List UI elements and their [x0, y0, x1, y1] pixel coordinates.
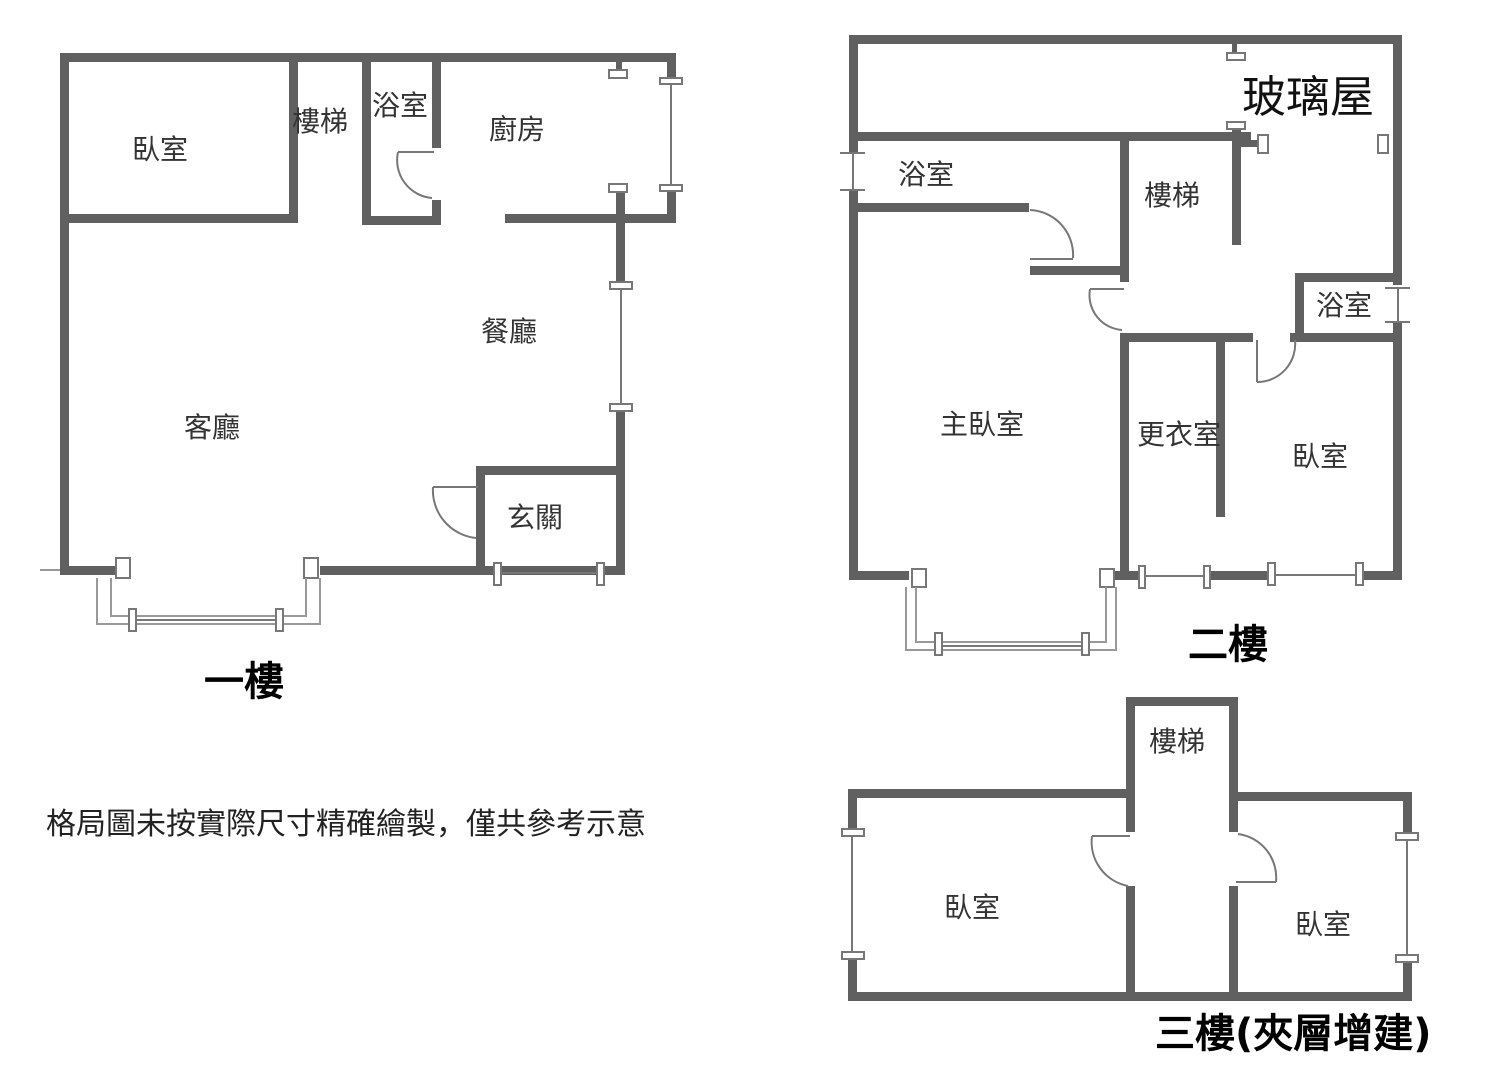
- wall: [289, 53, 298, 223]
- room-label-master-bedroom: 主臥室: [940, 408, 1025, 441]
- wall: [849, 132, 1251, 141]
- room-label-bedroom-east: 臥室: [1295, 908, 1352, 941]
- wall: [849, 190, 858, 580]
- wall: [1393, 322, 1402, 580]
- wall: [1120, 333, 1253, 342]
- room-label-stairs: 樓梯: [1149, 725, 1206, 758]
- wall: [1232, 44, 1237, 54]
- wall: [1295, 273, 1402, 282]
- room-label-sunroom: 玻璃屋: [1242, 72, 1374, 123]
- wall: [1232, 128, 1241, 245]
- floor1-plan: [60, 53, 676, 575]
- wall: [848, 789, 1130, 798]
- floor1-windows-doors: [40, 69, 683, 632]
- wall: [1126, 886, 1135, 1001]
- room-label-bathroom-east: 浴室: [1316, 289, 1373, 322]
- wall: [432, 200, 441, 225]
- wall: [1234, 792, 1412, 801]
- wall: [616, 62, 622, 72]
- room-label-bathroom: 浴室: [372, 89, 429, 122]
- wall: [1229, 697, 1238, 832]
- wall: [1403, 792, 1412, 836]
- wall: [60, 566, 120, 575]
- wall: [432, 53, 441, 148]
- wall: [1237, 140, 1259, 147]
- room-label-foyer: 玄關: [507, 501, 564, 534]
- wall: [1216, 342, 1225, 517]
- floor2-plan: [849, 35, 1402, 580]
- wall: [1295, 273, 1304, 339]
- room-label-walk-in-closet: 更衣室: [1137, 418, 1222, 451]
- wall: [1120, 132, 1129, 282]
- wall: [1403, 960, 1412, 1001]
- wall: [476, 466, 485, 574]
- floor1-title: 一樓: [204, 659, 284, 705]
- wall: [1120, 333, 1129, 580]
- room-label-bathroom-west: 浴室: [898, 158, 955, 191]
- room-label-bedroom-west: 臥室: [944, 891, 1001, 924]
- wall: [848, 789, 857, 831]
- wall: [1126, 697, 1238, 706]
- wall: [1126, 697, 1135, 832]
- wall: [1030, 266, 1126, 275]
- wall: [476, 466, 625, 475]
- floor3-windows-doors: [841, 828, 1419, 963]
- wall: [362, 53, 371, 225]
- wall: [848, 957, 857, 1001]
- floor3-plan: [848, 697, 1412, 1001]
- disclaimer-note: 格局圖未按實際尺寸精確繪製，僅共參考示意: [46, 807, 646, 842]
- room-label-bedroom: 臥室: [1292, 440, 1349, 473]
- wall: [60, 214, 298, 223]
- wall: [616, 410, 625, 575]
- room-label-living: 客廳: [184, 411, 241, 444]
- wall: [849, 35, 858, 153]
- room-label-stairs: 樓梯: [1144, 179, 1201, 212]
- wall: [849, 203, 1029, 212]
- wall: [60, 53, 69, 575]
- floor2-windows-doors: [840, 52, 1410, 656]
- wall: [1358, 571, 1402, 580]
- wall: [362, 216, 441, 225]
- room-label-dining: 餐廳: [481, 315, 538, 348]
- wall: [1290, 333, 1402, 342]
- room-label-kitchen: 廚房: [489, 113, 546, 146]
- wall: [848, 992, 1412, 1001]
- wall: [667, 188, 676, 222]
- wall: [1208, 571, 1270, 580]
- wall: [505, 214, 676, 223]
- wall: [1110, 571, 1140, 580]
- wall: [849, 35, 1402, 44]
- floor2-title: 二樓: [1188, 622, 1268, 668]
- wall: [849, 571, 909, 580]
- room-label-stairs: 樓梯: [292, 105, 349, 138]
- wall: [320, 566, 625, 575]
- wall: [1229, 886, 1238, 1001]
- wall: [616, 190, 625, 286]
- room-label-bedroom: 臥室: [132, 133, 189, 166]
- wall: [667, 53, 676, 81]
- floor3-title: 三樓(夾層增建): [1155, 1011, 1432, 1057]
- wall: [1393, 35, 1402, 285]
